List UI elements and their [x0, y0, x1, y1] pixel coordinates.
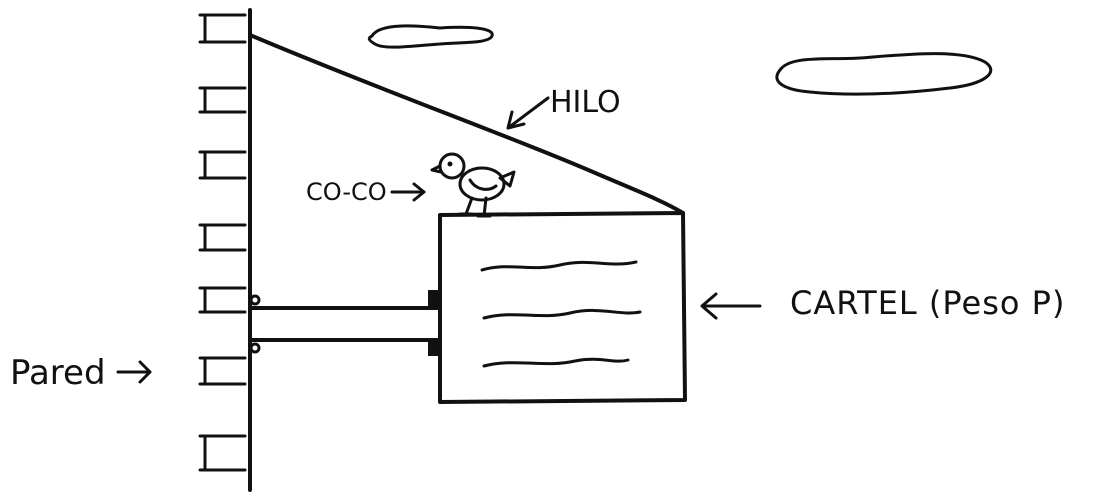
sign-text-line [482, 309, 642, 320]
sign-text-line [480, 260, 638, 272]
coco-arrow-icon [390, 182, 426, 202]
cartel-label: CARTEL (Peso P) [790, 284, 1065, 322]
sign-text-line [482, 357, 630, 368]
brick-wall [198, 8, 252, 492]
pared-label: Pared [10, 353, 106, 393]
bird-icon [430, 152, 516, 218]
cartel-arrow-icon [700, 292, 762, 320]
cartel-sign [438, 211, 687, 404]
hilo-string [248, 33, 685, 215]
hilo-arrow-icon [506, 96, 550, 130]
wall-bricks [198, 13, 247, 472]
cloud-small [367, 24, 494, 49]
hilo-label: HILO [550, 85, 621, 120]
bolt-top [428, 290, 438, 306]
pared-arrow-icon [116, 360, 152, 384]
coco-label: CO-CO [306, 178, 387, 206]
cloud-large [775, 52, 993, 96]
bolt-bottom [428, 340, 438, 356]
support-bars [248, 290, 440, 356]
